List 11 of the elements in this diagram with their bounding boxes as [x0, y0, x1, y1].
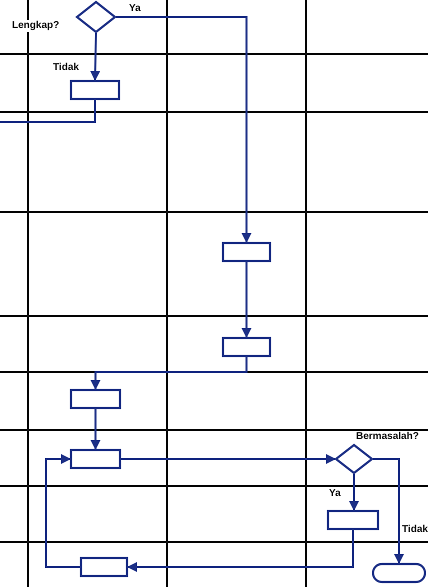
arrow	[349, 474, 359, 511]
arrow	[90, 32, 100, 81]
arrow	[121, 454, 336, 464]
arrow	[90, 409, 100, 450]
arrow	[90, 357, 248, 390]
arrow	[116, 16, 252, 243]
arrow	[127, 530, 354, 572]
arrow	[45, 454, 80, 568]
decision-label: Lengkap?	[12, 20, 60, 32]
arrow	[373, 458, 404, 564]
arrow	[242, 262, 252, 338]
